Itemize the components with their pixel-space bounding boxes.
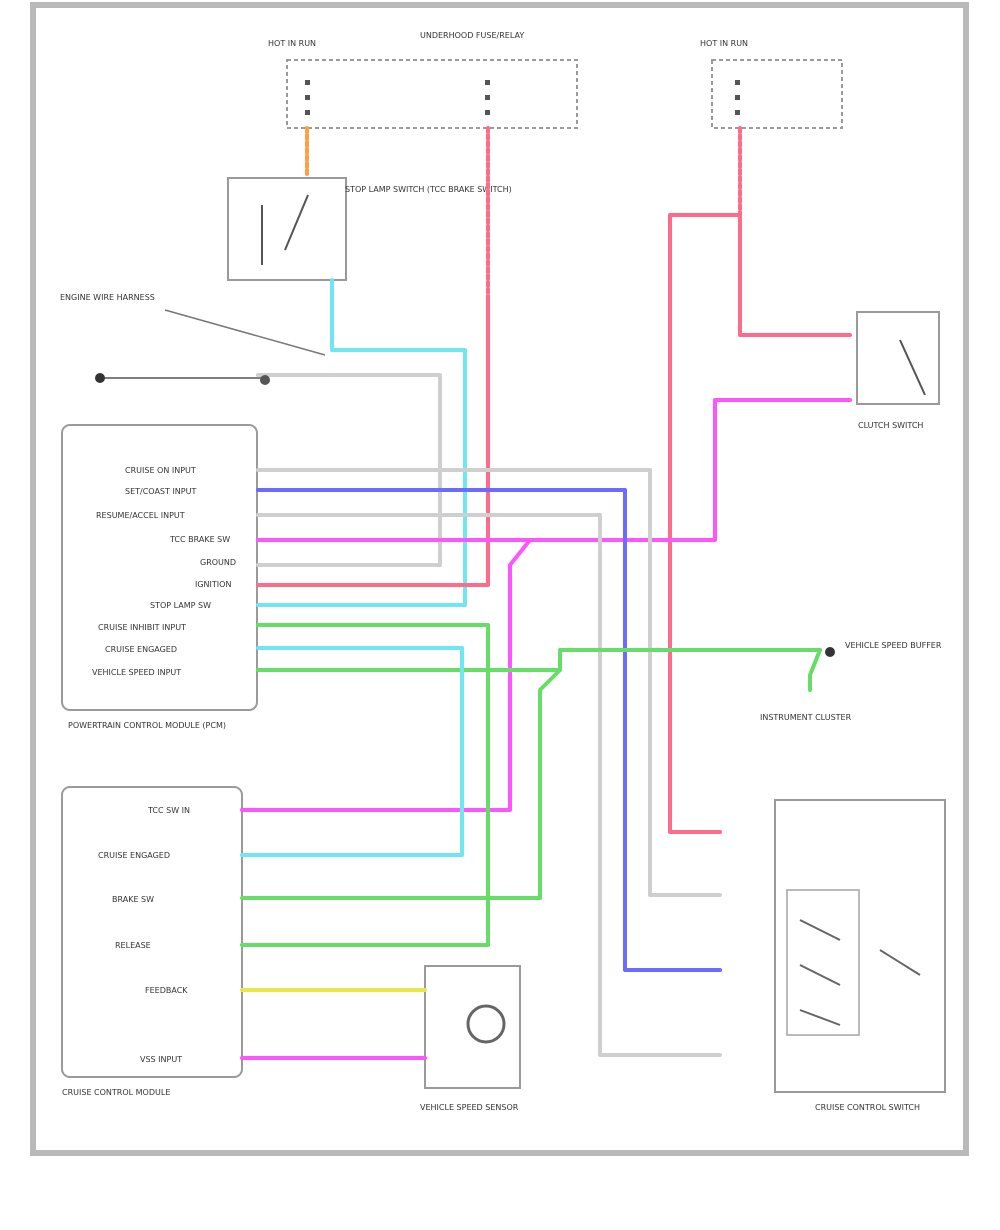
cruise-switch-outer <box>774 799 946 1093</box>
cruise-module-label: CRUISE CONTROL MODULE <box>62 1088 170 1097</box>
pcm-label: POWERTRAIN CONTROL MODULE (PCM) <box>68 721 226 730</box>
fuse-box-left <box>286 59 578 129</box>
fuse-label-mid: UNDERHOOD FUSE/RELAY <box>420 31 524 40</box>
module-pin: FEEDBACK <box>145 986 188 995</box>
wires <box>95 126 852 1060</box>
module-pin: CRUISE ENGAGED <box>98 851 170 860</box>
pcm-pin: VEHICLE SPEED INPUT <box>92 668 181 677</box>
pcm-pin: CRUISE INHIBIT INPUT <box>98 623 186 632</box>
diagram-frame <box>30 2 969 1156</box>
stop-lamp-switch-box <box>227 177 347 281</box>
vss-label: VEHICLE SPEED SENSOR <box>420 1103 519 1112</box>
pcm-pin: STOP LAMP SW <box>150 601 211 610</box>
pcm-pin: IGNITION <box>195 580 231 589</box>
module-pin-labels: TCC SW IN CRUISE ENGAGED BRAKE SW RELEAS… <box>98 806 190 1064</box>
cruise-switch-inner <box>786 889 860 1036</box>
fuse-label-right: HOT IN RUN <box>700 39 748 48</box>
fuse-box-right <box>711 59 843 129</box>
fuse-label-left: HOT IN RUN <box>268 39 316 48</box>
vehicle-speed-sensor: VEHICLE SPEED SENSOR <box>420 965 521 1112</box>
cruise-module: CRUISE CONTROL MODULE <box>61 786 243 1097</box>
vss-buffer-label: VEHICLE SPEED BUFFER <box>845 641 942 650</box>
cruise-module-box <box>61 786 243 1078</box>
stop-lamp-switch-label: STOP LAMP SWITCH (TCC BRAKE SWITCH) <box>345 185 512 194</box>
vss-box <box>424 965 521 1089</box>
fuse-block-left-mid: HOT IN RUN UNDERHOOD FUSE/RELAY <box>268 31 578 129</box>
cluster-label: INSTRUMENT CLUSTER <box>760 713 852 722</box>
cruise-switch-label: CRUISE CONTROL SWITCH <box>815 1103 920 1112</box>
pcm-pin: RESUME/ACCEL INPUT <box>96 511 185 520</box>
clutch-switch-box <box>856 311 940 405</box>
pcm-pin-labels: CRUISE ON INPUT SET/COAST INPUT RESUME/A… <box>92 466 236 677</box>
engine-wire-label: ENGINE WIRE HARNESS <box>60 293 155 302</box>
vss-buffer-dot <box>825 647 835 657</box>
pcm-pin: CRUISE ON INPUT <box>125 466 196 475</box>
module-pin: BRAKE SW <box>112 895 154 904</box>
module-pin: VSS INPUT <box>140 1055 182 1064</box>
pcm-pin: CRUISE ENGAGED <box>105 645 177 654</box>
fuse-block-right: HOT IN RUN <box>700 39 843 129</box>
pcm-pin: GROUND <box>200 558 236 567</box>
stop-lamp-switch: STOP LAMP SWITCH (TCC BRAKE SWITCH) <box>227 177 512 281</box>
module-pin: RELEASE <box>115 941 151 950</box>
pcm-module: POWERTRAIN CONTROL MODULE (PCM) <box>61 424 258 730</box>
cruise-switch: CRUISE CONTROL SWITCH <box>774 799 946 1112</box>
module-pin: TCC SW IN <box>147 806 190 815</box>
pcm-pin: TCC BRAKE SW <box>169 535 230 544</box>
pcm-pin: SET/COAST INPUT <box>125 487 196 496</box>
clutch-switch-label: CLUTCH SWITCH <box>858 421 923 430</box>
clutch-switch: CLUTCH SWITCH <box>856 311 940 430</box>
pcm-box <box>61 424 258 711</box>
